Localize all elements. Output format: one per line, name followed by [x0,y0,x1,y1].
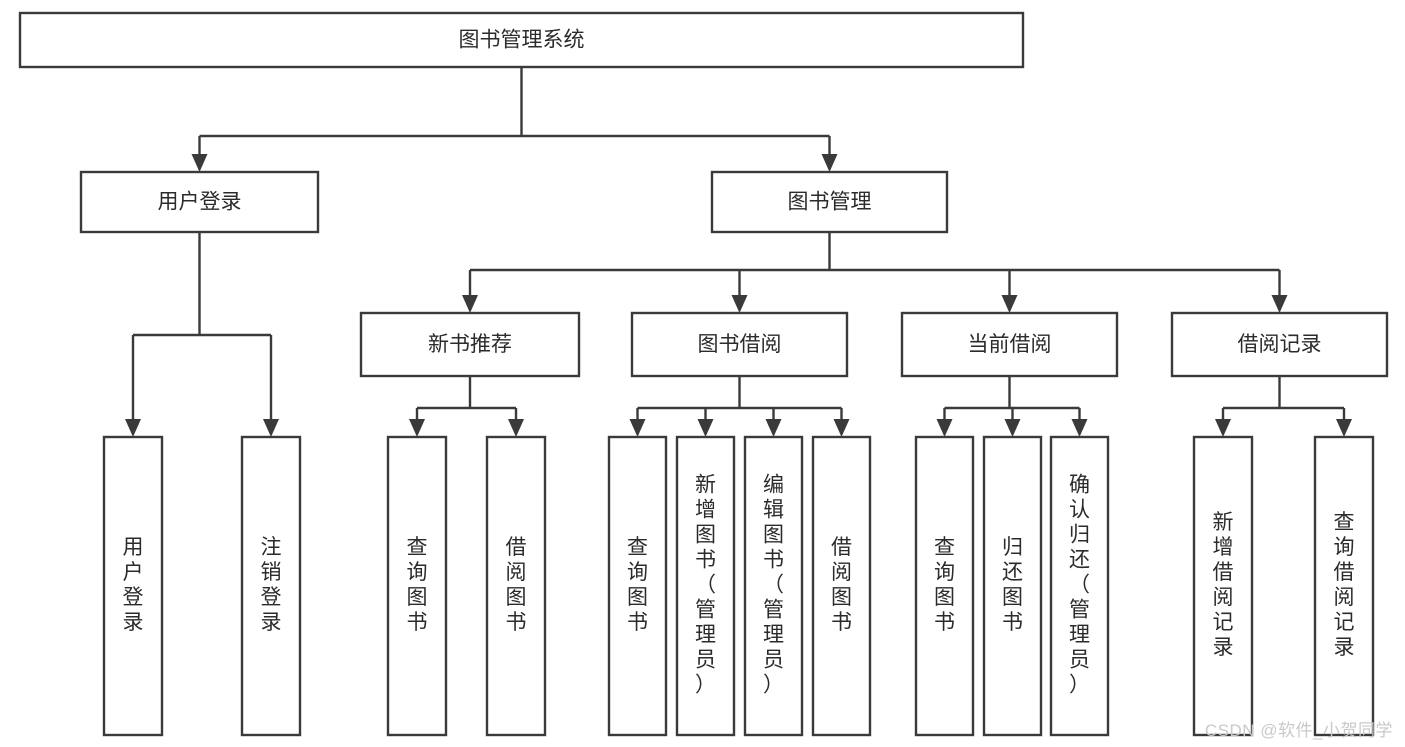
node-用户登录[interactable]: 用户登录 [102,435,164,737]
connector-book-to-新书推荐-arrowhead [462,295,478,313]
node-box-借阅图书[interactable] [485,435,547,737]
node-图书管理系统[interactable]: 图书管理系统 [18,11,1025,69]
node-注销登录[interactable]: 注销登录 [240,435,302,737]
connector-当前借阅-to-归还图书-arrowhead [1004,419,1021,437]
node-查询图书[interactable]: 查询图书 [607,435,668,737]
node-借阅记录[interactable]: 借阅记录 [1170,311,1389,378]
node-box-借阅记录[interactable] [1170,311,1389,378]
node-label-当前借阅: 当前借阅 [968,333,1052,356]
node-box-编辑图书管理员[interactable] [743,435,804,737]
connector-book-to-当前借阅-arrowhead [1001,295,1018,313]
node-label-借阅记录: 借阅记录 [1238,333,1322,356]
node-box-用户登录[interactable] [102,435,164,737]
node-box-借阅图书[interactable] [811,435,872,737]
connector-book-to-图书借阅-arrowhead [731,295,748,313]
node-label-查询图书: 查询图书 [407,536,428,634]
node-label-新书推荐: 新书推荐 [428,333,512,356]
node-box-新增图书管理员[interactable] [675,435,736,737]
node-box-注销登录[interactable] [240,435,302,737]
connector-layer [125,67,1352,437]
node-label-用户登录: 用户登录 [123,536,144,634]
node-label-新增图书管理员: 新增图书（管理员） [695,474,716,697]
node-归还图书[interactable]: 归还图书 [982,435,1043,737]
node-label-查询借阅记录: 查询借阅记录 [1334,511,1355,659]
node-label-注销登录: 注销登录 [261,536,282,634]
node-label-图书管理: 图书管理 [788,191,872,214]
node-box-查询借阅记录[interactable] [1313,435,1375,737]
node-label-编辑图书管理员: 编辑图书（管理员） [763,474,784,697]
node-box-图书管理[interactable] [710,170,949,234]
connector-book-to-借阅记录-arrowhead [1271,295,1288,313]
node-box-确认归还管理员[interactable] [1049,435,1110,737]
node-图书管理[interactable]: 图书管理 [710,170,949,234]
node-box-新书推荐[interactable] [359,311,581,378]
connector-root-to-用户登录-arrowhead [191,154,208,172]
node-查询图书[interactable]: 查询图书 [914,435,975,737]
csdn-watermark: CSDN @软件_小贺同学 [1204,721,1393,740]
connector-当前借阅-to-确认归还管理员-arrowhead [1071,419,1088,437]
node-box-用户登录[interactable] [79,170,320,234]
node-label-图书借阅: 图书借阅 [698,333,782,356]
connector-新书推荐-to-查询图书-arrowhead [409,419,425,437]
node-label-用户登录: 用户登录 [158,191,242,214]
connector-用户登录-to-注销登录-arrowhead [263,419,279,437]
node-layer: 图书管理系统用户登录用户登录注销登录图书管理新书推荐查询图书借阅图书图书借阅查询… [18,11,1389,737]
node-box-查询图书[interactable] [386,435,448,737]
node-box-图书借阅[interactable] [630,311,849,378]
node-label-借阅图书: 借阅图书 [831,536,852,634]
connector-root-to-图书管理-arrowhead [821,154,838,172]
node-label-图书管理系统: 图书管理系统 [459,29,585,52]
node-box-新增借阅记录[interactable] [1192,435,1254,737]
node-确认归还管理员[interactable]: 确认归还（管理员） [1049,435,1110,737]
node-查询借阅记录[interactable]: 查询借阅记录 [1313,435,1375,737]
connector-图书借阅-to-查询图书-arrowhead [629,419,646,437]
node-box-查询图书[interactable] [607,435,668,737]
node-编辑图书管理员[interactable]: 编辑图书（管理员） [743,435,804,737]
node-label-查询图书: 查询图书 [627,536,648,634]
connector-借阅记录-to-查询借阅记录-arrowhead [1336,419,1352,437]
node-box-当前借阅[interactable] [900,311,1119,378]
node-借阅图书[interactable]: 借阅图书 [811,435,872,737]
node-box-图书管理系统[interactable] [18,11,1025,69]
node-box-查询图书[interactable] [914,435,975,737]
node-label-新增借阅记录: 新增借阅记录 [1213,511,1234,659]
connector-当前借阅-to-查询图书-arrowhead [936,419,953,437]
connector-借阅记录-to-新增借阅记录-arrowhead [1215,419,1231,437]
node-图书借阅[interactable]: 图书借阅 [630,311,849,378]
connector-图书借阅-to-编辑图书管理员-arrowhead [765,419,782,437]
node-借阅图书[interactable]: 借阅图书 [485,435,547,737]
node-新增借阅记录[interactable]: 新增借阅记录 [1192,435,1254,737]
node-当前借阅[interactable]: 当前借阅 [900,311,1119,378]
node-label-查询图书: 查询图书 [934,536,955,634]
connector-图书借阅-to-新增图书管理员-arrowhead [697,419,714,437]
node-查询图书[interactable]: 查询图书 [386,435,448,737]
node-label-归还图书: 归还图书 [1002,536,1023,634]
node-label-借阅图书: 借阅图书 [506,536,527,634]
connector-新书推荐-to-借阅图书-arrowhead [508,419,524,437]
node-label-确认归还管理员: 确认归还（管理员） [1069,474,1090,697]
node-用户登录[interactable]: 用户登录 [79,170,320,234]
connector-用户登录-to-用户登录-arrowhead [125,419,141,437]
connector-图书借阅-to-借阅图书-arrowhead [833,419,850,437]
node-新增图书管理员[interactable]: 新增图书（管理员） [675,435,736,737]
node-box-归还图书[interactable] [982,435,1043,737]
node-新书推荐[interactable]: 新书推荐 [359,311,581,378]
